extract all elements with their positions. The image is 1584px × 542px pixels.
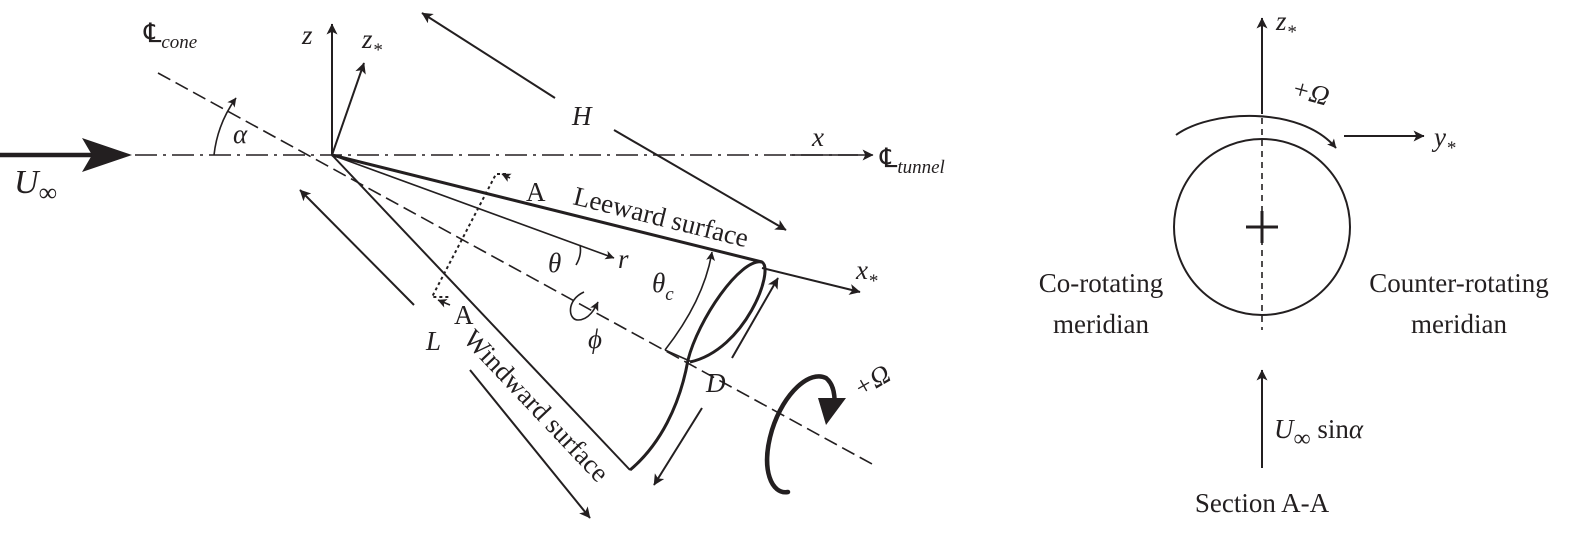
windward-surface-line — [331, 154, 631, 471]
x-axis-label: x — [811, 122, 824, 152]
l-label: L — [425, 326, 441, 356]
leeward-surface-line — [331, 153, 763, 264]
theta-arc — [575, 244, 582, 266]
theta-c-extension — [664, 349, 693, 363]
co-rotating-label-line2: meridian — [1053, 309, 1149, 339]
section-a-a-diagram: z* +Ω y* Co-rotating meridian Counter-ro… — [1039, 6, 1549, 518]
z-star-axis — [331, 62, 366, 156]
section-cut-plane — [430, 173, 506, 298]
d-dimension-lower — [653, 407, 703, 486]
counter-rotating-label-line1: Counter-rotating — [1369, 268, 1548, 298]
h-dimension-lower — [613, 129, 787, 231]
section-marker-top-label: A — [526, 177, 546, 207]
co-rotating-label-line1: Co-rotating — [1039, 268, 1163, 298]
d-label: D — [705, 368, 726, 398]
theta-c-arc — [664, 251, 716, 351]
section-title: Section A-A — [1195, 488, 1330, 518]
section-y-star-label: y* — [1431, 122, 1456, 159]
freestream-label: U∞ — [14, 164, 57, 207]
section-omega-label: +Ω — [1288, 73, 1332, 112]
alpha-angle-arc — [213, 97, 237, 156]
alpha-label: α — [233, 119, 248, 149]
section-marker-bottom-label: A — [454, 300, 474, 330]
counter-rotating-label-line2: meridian — [1411, 309, 1507, 339]
h-dimension-upper — [421, 12, 556, 99]
theta-c-label: θc — [652, 268, 674, 305]
section-arrow-bottom — [437, 299, 451, 308]
cone-centerline-label: ℄cone — [143, 18, 197, 53]
cone-cross-section-circle — [1173, 138, 1351, 316]
section-freestream-label: U∞ sinα — [1274, 414, 1364, 452]
theta-label: θ — [548, 248, 561, 278]
x-star-axis — [761, 267, 861, 295]
section-z-star-label: z* — [1275, 6, 1297, 43]
omega-rotation-arrow — [764, 374, 846, 495]
x-star-axis-label: x* — [855, 255, 878, 292]
l-dimension-arrow — [299, 189, 415, 306]
omega-label: +Ω — [848, 358, 896, 403]
phi-rotation — [569, 291, 599, 321]
section-arrow-top — [501, 173, 512, 182]
windward-direction-arrow — [469, 369, 591, 519]
cone-base-curve — [629, 260, 767, 472]
r-label: r — [618, 244, 629, 274]
phi-label: ϕ — [588, 324, 602, 354]
h-label: H — [571, 101, 593, 131]
freestream-arrow — [0, 138, 132, 172]
cone-centerline — [157, 72, 873, 465]
tunnel-centerline-label: ℄tunnel — [879, 143, 945, 178]
z-axis-label: z — [301, 20, 313, 50]
z-star-axis-label: z* — [361, 24, 383, 61]
r-axis-arrow — [331, 154, 615, 260]
d-dimension-upper — [731, 277, 779, 359]
cone-diagram: ℄cone z z* U∞ α H x ℄tunnel A A Leeward … — [0, 12, 945, 519]
section-omega-arc — [1175, 115, 1337, 149]
leeward-surface-label: Leeward surface — [571, 181, 752, 253]
